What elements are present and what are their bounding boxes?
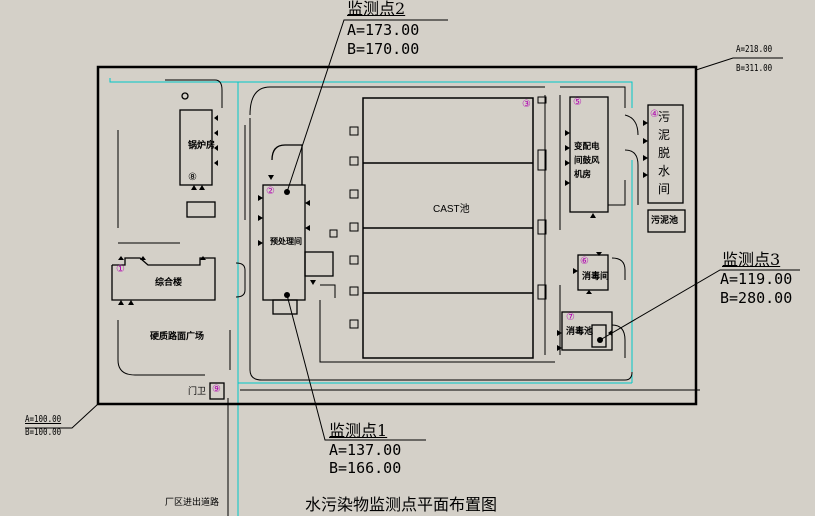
office-label: 综合楼 <box>155 278 183 288</box>
marker-9: ⑨ <box>212 384 221 395</box>
door-triangles <box>118 115 648 351</box>
marker-3: ③ <box>522 99 531 110</box>
corner-top-right-b: B=311.00 <box>736 63 773 74</box>
pretreatment-room <box>262 144 334 315</box>
diagram-title: 水污染物监测点平面布置图 <box>305 495 498 514</box>
pretreat-label: 预处理间 <box>270 236 302 246</box>
plaza-label: 硬质路面广场 <box>150 332 205 342</box>
corner-bottom-left-a: A=100.00 <box>25 414 62 425</box>
monitoring-point-2-title: 监测点2 <box>347 0 406 18</box>
monitoring-point-3-a: A=119.00 <box>720 270 793 288</box>
power-blower-room <box>569 96 609 213</box>
cast-label: CAST池 <box>433 204 470 215</box>
monitoring-point-3-b: B=280.00 <box>720 289 793 307</box>
guard-label: 门卫 <box>188 387 207 397</box>
monitoring-point-1-title: 监测点1 <box>329 421 388 440</box>
sludge-room-label: 污泥脱水间 <box>658 110 671 196</box>
site-boundary <box>96 65 698 406</box>
marker-1: ① <box>116 264 125 275</box>
sludge-room <box>647 104 686 233</box>
cast-tank-side-squares <box>329 96 547 329</box>
road-label: 厂区进出道路 <box>165 498 220 508</box>
marker-2: ② <box>266 186 275 197</box>
marker-8: ⑧ <box>188 172 197 183</box>
office-building <box>111 257 216 301</box>
leader-lines <box>25 19 800 441</box>
disinfect-room-label: 消毒间 <box>582 272 610 282</box>
monitoring-point-1-b: B=166.00 <box>329 459 402 477</box>
marker-5: ⑤ <box>573 97 582 108</box>
corner-bottom-left-b: B=100.00 <box>25 427 62 438</box>
site-grid-lines <box>109 78 633 516</box>
monitoring-point-1-a: A=137.00 <box>329 441 402 459</box>
cast-tank <box>362 97 534 359</box>
monitoring-point-2-a: A=173.00 <box>347 21 420 39</box>
boiler-house <box>179 92 216 218</box>
internal-roads <box>117 79 700 516</box>
marker-6: ⑥ <box>580 256 589 267</box>
monitoring-point-2-b: B=170.00 <box>347 40 420 58</box>
disinfect-pool-label: 消毒池 <box>566 327 594 337</box>
marker-7: ⑦ <box>566 312 575 323</box>
sludge-pool-label: 污泥池 <box>651 216 679 226</box>
corner-top-right-a: A=218.00 <box>736 44 773 55</box>
marker-4: ④ <box>650 109 659 120</box>
power-room-label: 变配电间鼓风机房 <box>574 142 600 180</box>
guard-house <box>209 382 225 400</box>
boiler-house-label: 锅炉房 <box>188 141 216 151</box>
monitoring-point-3-title: 监测点3 <box>722 250 781 269</box>
